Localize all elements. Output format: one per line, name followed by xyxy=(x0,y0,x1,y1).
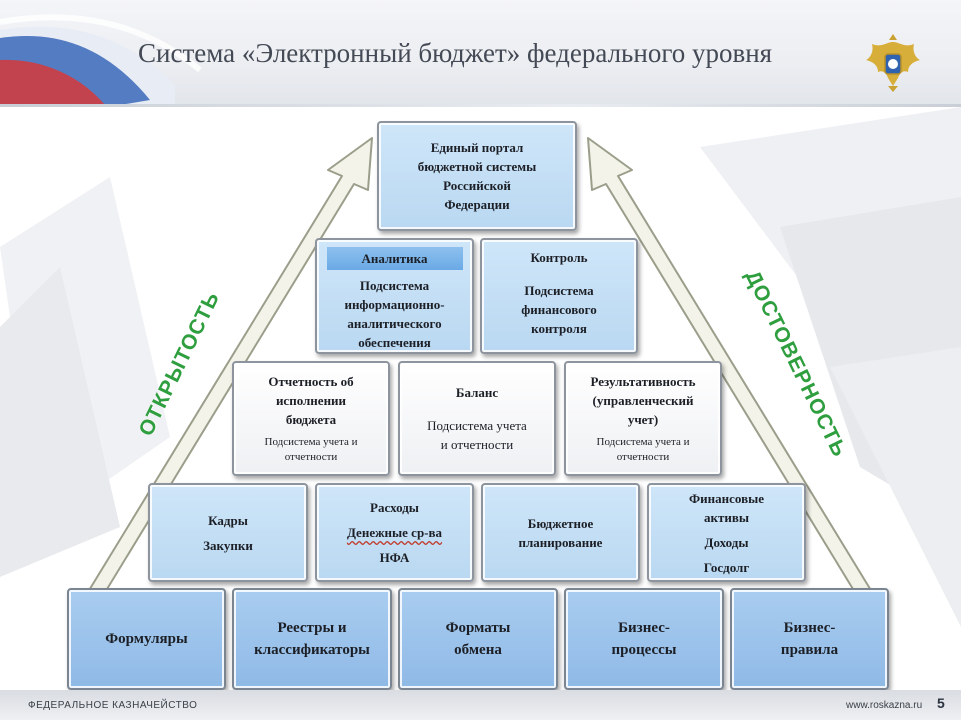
portal-line: Российской xyxy=(443,178,511,193)
control-box: Контроль Подсистема финансового контроля xyxy=(480,238,638,354)
control-sub-line: контроля xyxy=(531,321,587,336)
background-facets xyxy=(0,107,961,627)
balance-sub-line: Подсистема учета xyxy=(427,418,527,433)
base-line: Формуляры xyxy=(105,631,188,647)
balance-box: Баланс Подсистема учета и отчетности xyxy=(398,361,556,476)
footer-band xyxy=(0,690,961,720)
staff-procurement-box: Кадры Закупки xyxy=(148,483,308,582)
base-line: Бизнес- xyxy=(618,620,670,636)
balance-sub-line: и отчетности xyxy=(440,437,514,452)
base-line: обмена xyxy=(454,642,502,658)
right-arrow xyxy=(587,137,873,595)
reporting-box: Отчетность об исполнении бюджета Подсист… xyxy=(232,361,390,476)
level4-item: активы xyxy=(703,509,750,525)
portal-line: Единый портал xyxy=(430,140,524,155)
level4-item: Бюджетное xyxy=(527,515,594,531)
reporting-heading-line: бюджета xyxy=(285,412,337,427)
level4-item: НФА xyxy=(379,550,410,565)
performance-box: Результативность (управленческий учет) П… xyxy=(564,361,722,476)
analytics-sub-line: информационно- xyxy=(344,297,445,312)
analytics-sub-line: обеспечения xyxy=(358,335,431,350)
performance-sub-line: Подсистема учета и xyxy=(596,436,690,448)
base-line: Бизнес- xyxy=(783,620,836,636)
footer-organization: ФЕДЕРАЛЬНОЕ КАЗНАЧЕЙСТВО xyxy=(28,700,198,711)
header-divider xyxy=(0,104,961,107)
double-headed-eagle-emblem-icon xyxy=(866,34,920,92)
budget-planning-box: Бюджетное планирование xyxy=(481,483,640,582)
header-band xyxy=(0,0,961,105)
performance-sub-line: отчетности xyxy=(616,451,670,463)
exchange-formats-box: Форматы обмена xyxy=(398,588,558,690)
reporting-heading-line: исполнении xyxy=(275,393,347,408)
performance-heading-line: Результативность xyxy=(590,374,696,389)
level4-item: Расходы xyxy=(370,500,419,515)
performance-heading-line: (управленческий xyxy=(592,393,694,408)
forms-box: Формуляры xyxy=(67,588,226,690)
page-number: 5 xyxy=(937,695,945,711)
level4-item: Кадры xyxy=(208,512,248,528)
left-arrow xyxy=(87,137,373,595)
footer-url-link[interactable]: www.roskazna.ru xyxy=(846,700,923,711)
level4-item: Закупки xyxy=(203,537,253,553)
control-heading: Контроль xyxy=(530,250,588,265)
financial-assets-box: Финансовые активы Доходы Госдолг xyxy=(647,483,806,582)
level4-item: Доходы xyxy=(704,534,749,550)
registers-box: Реестры и классификаторы xyxy=(232,588,392,690)
control-sub-line: финансового xyxy=(521,302,597,317)
unified-portal-box: Единый портал бюджетной системы Российск… xyxy=(377,121,577,231)
performance-heading-line: учет) xyxy=(627,412,659,427)
base-line: правила xyxy=(780,642,839,658)
reporting-heading-line: Отчетность об xyxy=(268,374,354,389)
expenses-box: Расходы Денежные ср-ва НФА xyxy=(315,483,474,582)
balance-heading: Баланс xyxy=(455,385,499,400)
base-line: классификаторы xyxy=(254,642,370,658)
base-line: Реестры и xyxy=(277,620,347,636)
analytics-sub-line: Подсистема xyxy=(359,278,430,293)
analytics-heading: Аналитика xyxy=(326,247,463,270)
base-line: процессы xyxy=(611,642,677,658)
portal-line: Федерации xyxy=(444,197,510,212)
level4-item: Финансовые xyxy=(688,490,765,506)
business-processes-box: Бизнес- процессы xyxy=(564,588,724,690)
analytics-sub-line: аналитического xyxy=(347,316,442,331)
control-sub-line: Подсистема xyxy=(524,283,594,298)
analytics-box: Аналитика Подсистема информационно- анал… xyxy=(315,238,474,354)
level4-item: Денежные ср-ва xyxy=(346,525,443,540)
business-rules-box: Бизнес- правила xyxy=(730,588,889,690)
reporting-sub-line: отчетности xyxy=(284,451,338,463)
portal-line: бюджетной системы xyxy=(417,159,537,174)
level4-item: планирование xyxy=(518,534,603,550)
flag-decoration xyxy=(0,14,202,105)
base-line: Форматы xyxy=(445,620,511,636)
level4-item: Госдолг xyxy=(703,559,750,575)
reporting-sub-line: Подсистема учета и xyxy=(264,436,358,448)
slide-title: Система «Электронный бюджет» федеральног… xyxy=(138,38,773,68)
